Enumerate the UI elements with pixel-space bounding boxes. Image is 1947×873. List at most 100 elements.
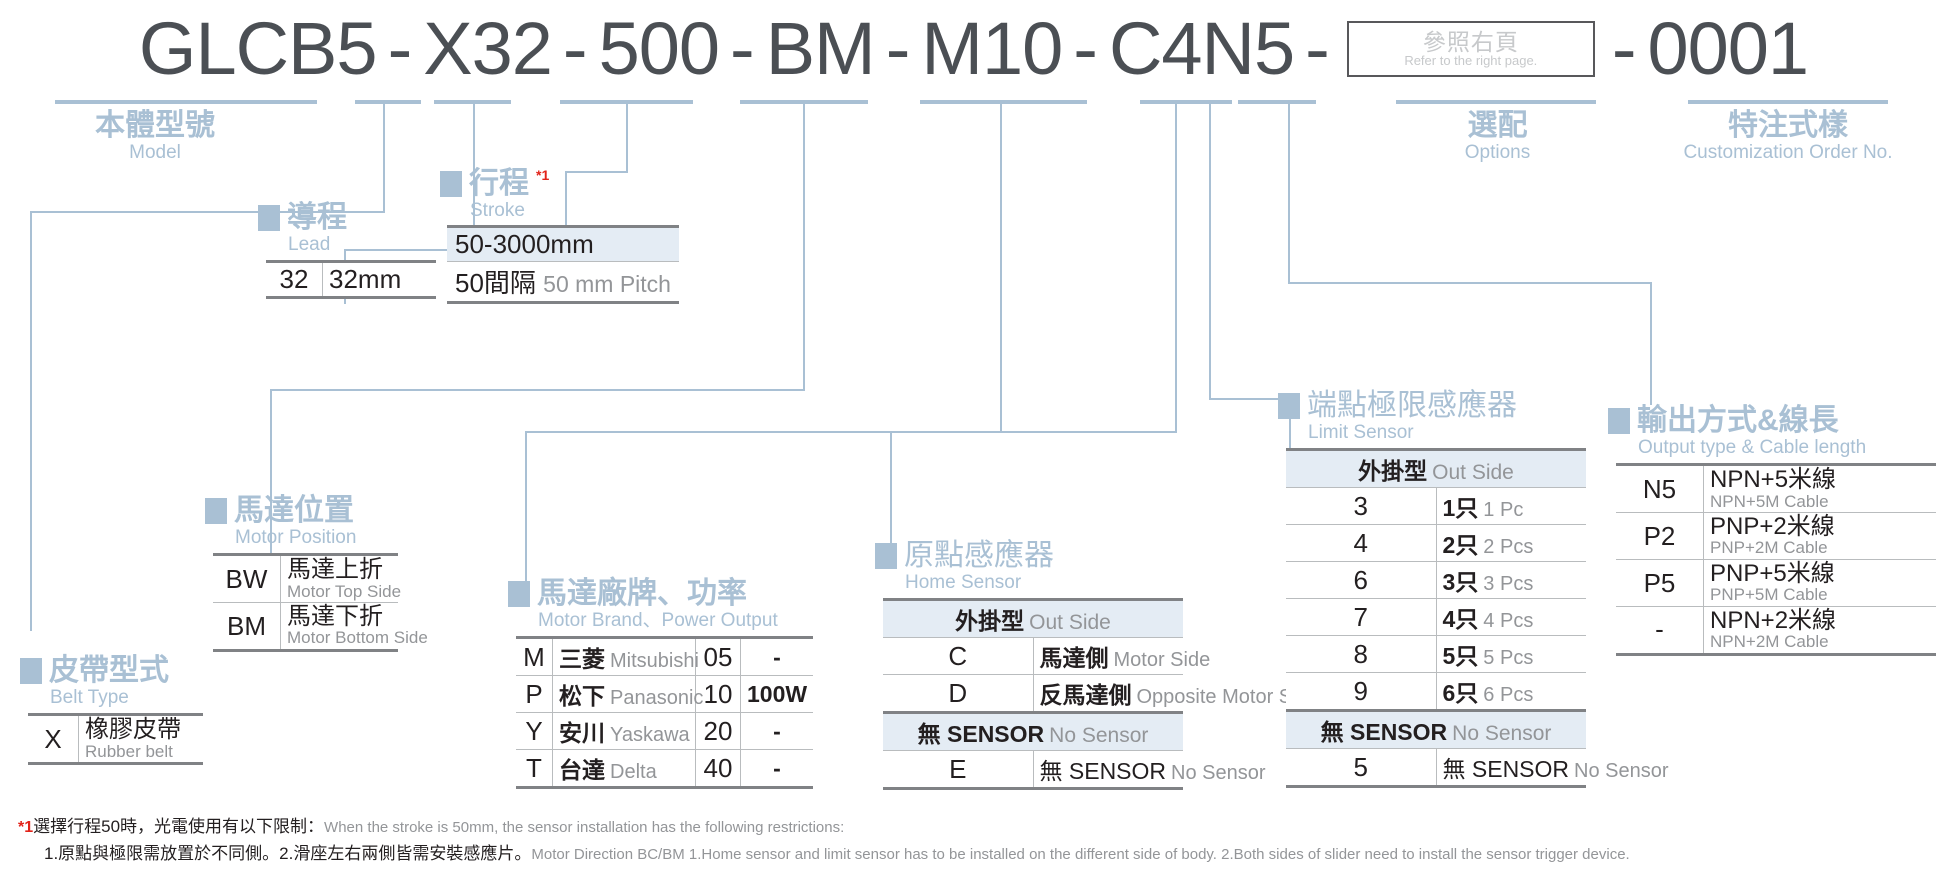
table-row[interactable]: 32 32mm [266, 260, 436, 300]
section-lead-title-cn: 導程 [287, 201, 347, 234]
section-limit-sensor-title-en: Limit Sensor [1308, 421, 1414, 443]
connector-output-drop-b [1650, 282, 1652, 405]
table-row[interactable]: P2 PNP+2米線 PNP+2M Cable [1616, 512, 1936, 561]
pn-segment-belt-lead: X32 [423, 7, 553, 90]
square-bullet-icon [205, 498, 227, 524]
output-type-code: N5 [1616, 463, 1704, 514]
square-bullet-icon [258, 205, 280, 231]
output-type-desc: NPN+5米線 NPN+5M Cable [1703, 463, 1936, 514]
section-stroke-footnote-mark: *1 [536, 167, 550, 183]
motor-brand-code: Y [516, 712, 553, 751]
footnote-mark: *1 [18, 819, 34, 836]
pn-segment-model: GLCB5 [138, 7, 378, 90]
output-type-desc: PNP+2米線 PNP+2M Cable [1703, 512, 1936, 561]
limit-sensor-code: 8 [1286, 635, 1437, 674]
section-stroke-title-cn: 行程 [469, 167, 529, 200]
motor-power-code: 10 [695, 675, 741, 714]
section-options: 選配 Options [1440, 110, 1555, 163]
limit-sensor-code: 5 [1286, 748, 1437, 789]
connector-stroke-drop-a [626, 100, 628, 172]
table-row[interactable]: BW 馬達上折 Motor Top Side [213, 553, 401, 604]
belt-type-desc: 橡膠皮帶 Rubber belt [78, 713, 203, 766]
section-output-type-title-en: Output type & Cable length [1638, 436, 1867, 458]
section-customization: 特注式樣 Customization Order No. [1672, 110, 1904, 163]
footnote-line-2: 1.原點與極限需放置於不同側。2.滑座左右兩側皆需安裝感應片。Motor Dir… [18, 841, 1938, 867]
connector-belt-drop [30, 211, 32, 631]
connector-lead-run [344, 249, 475, 251]
home-sensor-code: E [883, 750, 1034, 791]
table-row[interactable]: 50間隔 50 mm Pitch [447, 261, 679, 305]
section-belt-type-header: 皮帶型式 [20, 655, 203, 687]
section-motor-position: 馬達位置 Motor Position BW 馬達上折 Motor Top Si… [205, 495, 428, 653]
pn-options-box: 參照右頁 Refer to the right page. [1346, 21, 1595, 77]
square-bullet-icon [1608, 408, 1630, 434]
motor-brand-code: M [516, 636, 553, 677]
pn-options-box-cn: 參照右頁 [1422, 28, 1519, 55]
pn-separator: - [1305, 7, 1330, 90]
motor-position-desc: 馬達下折 Motor Bottom Side [280, 602, 428, 653]
table-row[interactable]: P5 PNP+5米線 PNP+5M Cable [1616, 559, 1936, 608]
pn-segment-motor-brand: M10 [921, 7, 1063, 90]
section-model-title-en: Model [129, 141, 181, 163]
motor-brand-code: P [516, 675, 553, 714]
section-belt-type: 皮帶型式 Belt Type X 橡膠皮帶 Rubber belt [20, 655, 203, 766]
table-row[interactable]: 50-3000mm [447, 225, 679, 262]
square-bullet-icon [20, 658, 42, 684]
connector-motorpos-run [270, 389, 805, 391]
section-model-title-cn: 本體型號 [95, 109, 215, 142]
connector-homesensor-drop-a [1175, 100, 1177, 432]
section-belt-type-title-cn: 皮帶型式 [49, 654, 169, 687]
square-bullet-icon [508, 581, 530, 607]
motor-power-value: - [740, 749, 813, 790]
lead-code: 32 [266, 260, 323, 300]
section-options-title-cn: 選配 [1467, 109, 1528, 142]
connector-motorbrand-drop-a [1000, 100, 1002, 432]
section-motor-position-title-en: Motor Position [235, 526, 357, 548]
table-row[interactable]: N5 NPN+5米線 NPN+5M Cable [1616, 463, 1936, 514]
lead-table: 32 32mm [266, 260, 436, 300]
section-home-sensor-title-cn: 原點感應器 [904, 539, 1054, 572]
motor-power-code: 05 [695, 636, 741, 677]
limit-sensor-code: 7 [1286, 598, 1437, 637]
section-limit-sensor-title-cn: 端點極限感應器 [1307, 389, 1517, 422]
motor-position-code: BW [213, 553, 281, 604]
section-customization-title-en: Customization Order No. [1683, 141, 1893, 163]
section-stroke: 行程 *1 Stroke 50-3000mm 50間隔 50 mm Pitch [440, 167, 679, 305]
section-motor-brand-header: 馬達廠牌、功率 [508, 578, 813, 610]
connector-homesensor-drop-b [890, 431, 892, 556]
table-row[interactable]: - NPN+2米線 NPN+2M Cable [1616, 606, 1936, 656]
table-row[interactable]: X 橡膠皮帶 Rubber belt [28, 713, 203, 766]
section-options-title-en: Options [1464, 141, 1531, 163]
pn-segment-sensor: C4N5 [1108, 7, 1295, 90]
pn-options-box-en: Refer to the right page. [1404, 52, 1538, 68]
pn-segment-stroke: 500 [598, 7, 720, 90]
motor-brand-code: T [516, 749, 553, 790]
connector-limitsensor-drop-a [1209, 100, 1211, 399]
table-row[interactable]: BM 馬達下折 Motor Bottom Side [213, 602, 428, 653]
limit-sensor-code: 6 [1286, 561, 1437, 600]
